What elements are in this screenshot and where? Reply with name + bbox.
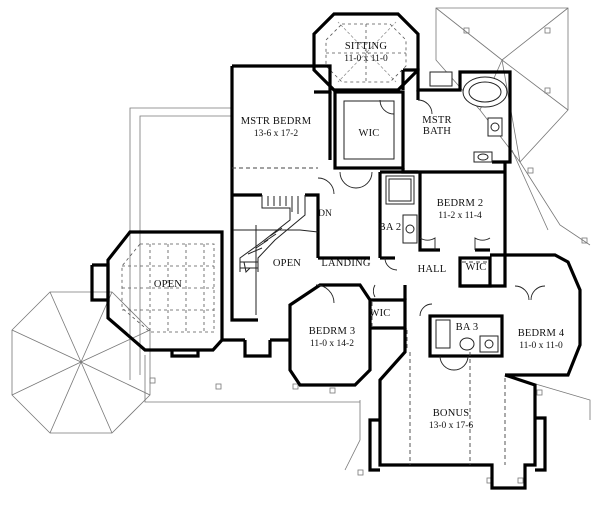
master-bath-label: MSTR	[422, 115, 451, 126]
master-bath-label-2: BATH	[423, 126, 451, 137]
bath2-fixtures	[402, 214, 418, 244]
roof-lines	[11, 7, 591, 471]
bedroom4-label: BEDRM 4	[518, 328, 565, 339]
bath3-label: BA 3	[456, 322, 479, 333]
wic-master-label: WIC	[358, 128, 379, 139]
down-stairs-label: DN	[318, 209, 332, 219]
open-stair-label: OPEN	[273, 258, 301, 269]
master-bath-fixtures	[429, 71, 508, 163]
hall-label: HALL	[418, 264, 447, 275]
bath2-label: BA 2	[379, 222, 402, 233]
wic-bed3-label: WIC	[369, 308, 390, 319]
bedroom2-dims: 11-2 x 11-4	[438, 211, 482, 221]
bonus-dims: 13-0 x 17-6	[429, 421, 474, 431]
master-bedroom-dims: 13-6 x 17-2	[254, 129, 299, 139]
bath3-fixtures	[459, 335, 499, 353]
landing-label: LANDING	[321, 258, 370, 269]
closet-shelves	[232, 167, 488, 348]
sitting-label: SITTING	[345, 41, 387, 52]
staircase	[233, 195, 319, 315]
master-bedroom-label: MSTR BEDRM	[241, 116, 312, 127]
bedroom4-dims: 11-0 x 11-0	[519, 341, 563, 351]
bedroom3-dims: 11-0 x 14-2	[310, 339, 354, 349]
bonus-ceiling	[409, 352, 506, 465]
open-left-label: OPEN	[154, 279, 182, 290]
bonus-label: BONUS	[433, 408, 470, 419]
sitting-room	[312, 12, 420, 92]
exterior-walls	[90, 64, 582, 490]
sitting-dims: 11-0 x 11-0	[344, 54, 388, 64]
room-labels: SITTING 11-0 x 11-0 MSTR BEDRM 13-6 x 17…	[154, 41, 565, 431]
bedroom3-label: BEDRM 3	[309, 326, 356, 337]
door-swings	[315, 99, 546, 371]
wic-hall-label: WIC	[465, 262, 486, 273]
bedroom2-label: BEDRM 2	[437, 198, 484, 209]
